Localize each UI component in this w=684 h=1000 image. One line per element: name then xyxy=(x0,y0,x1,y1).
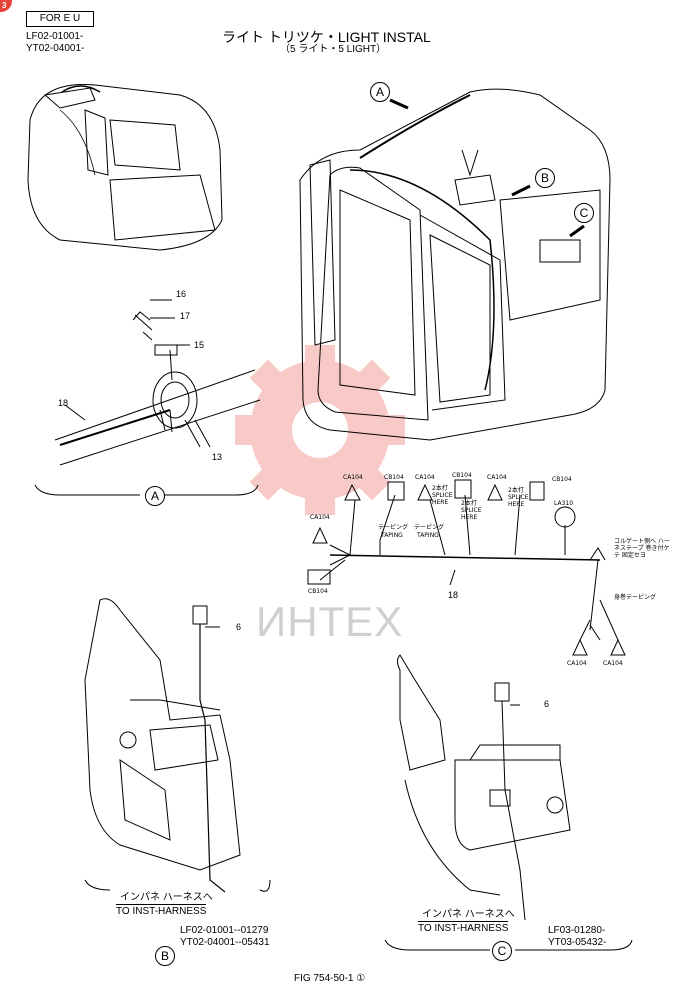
view-a-circle: A xyxy=(370,82,390,102)
tag-taping-1-en: TAPING xyxy=(381,532,403,539)
b-note-jp: インパネ ハーネスへ xyxy=(120,892,213,903)
tag-la310: LA310 xyxy=(554,500,574,507)
b-note-en: TO INST-HARNESS xyxy=(116,904,207,917)
tag-cb104-left: CB104 xyxy=(308,588,328,595)
tag-ca104-r2: CA104 xyxy=(603,660,623,667)
tag-cb104-1: CB104 xyxy=(384,474,404,481)
callout-6-b: 6 xyxy=(236,622,242,632)
tag-ca104-r1: CA104 xyxy=(567,660,587,667)
tag-splice-1: 2本打 SPLICE HERE xyxy=(432,485,453,506)
detail-b-drawing xyxy=(84,598,271,893)
tag-splice-3: 2本打 SPLICE HERE xyxy=(508,487,529,508)
harness-schematic xyxy=(307,479,626,656)
tag-note-right: コルゲート側へ ハーネステープ 巻き付ケテ 固定セヨ xyxy=(614,538,670,559)
tag-taping-right: 身巻テーピング xyxy=(614,594,657,601)
callout-16: 16 xyxy=(176,289,187,299)
callout-13: 13 xyxy=(212,452,223,462)
view-b-label: B xyxy=(155,946,175,966)
figure-number: FIG 754-50-1 ① xyxy=(294,973,366,984)
main-cab-drawing xyxy=(299,88,611,441)
tag-ca104-1: CA104 xyxy=(343,474,363,481)
tag-ca104-4: CA104 xyxy=(310,514,330,521)
watermark-text: ИНТЕХ xyxy=(256,598,404,645)
tag-cb104-2: CB104 xyxy=(452,472,472,479)
view-c-label: C xyxy=(492,941,512,961)
page-subtitle: （5 ライト・5 LIGHT） xyxy=(280,44,387,55)
tag-taping-2-jp: テーピング xyxy=(414,524,445,531)
serial-top-1: LF02-01001- xyxy=(26,31,84,42)
watermark-gear-icon xyxy=(235,345,405,515)
c-serial-1: LF03-01280- xyxy=(548,925,606,936)
view-a-label: A xyxy=(145,486,165,506)
detail-a-drawing xyxy=(34,311,261,496)
callout-15: 15 xyxy=(194,340,205,350)
tag-taping-2-en: TAPING xyxy=(417,532,439,539)
serial-top-2: YT02-04001- xyxy=(26,43,85,54)
b-serial-1: LF02-01001--01279 xyxy=(180,925,269,936)
callout-18: 18 xyxy=(58,398,69,408)
c-note-en: TO INST-HARNESS xyxy=(418,921,509,934)
view-b-circle: B xyxy=(535,168,555,188)
callout-17: 17 xyxy=(180,311,191,321)
tag-ca104-2: CA104 xyxy=(415,474,435,481)
tag-taping-1-jp: テーピング xyxy=(378,524,409,531)
tag-ca104-3: CA104 xyxy=(487,474,507,481)
c-serial-2: YT03-05432- xyxy=(548,937,607,948)
b-serial-2: YT02-04001--05431 xyxy=(180,937,270,948)
cab-overview-drawing xyxy=(27,83,223,251)
region-box: FOR E U xyxy=(26,11,94,27)
detail-c-drawing xyxy=(384,654,633,951)
callout-18-main: 18 xyxy=(448,590,459,600)
page-title: ライト トリツケ・LIGHT INSTAL xyxy=(222,29,431,45)
view-c-circle: C xyxy=(574,203,594,223)
c-note-jp: インパネ ハーネスへ xyxy=(422,909,515,920)
tag-cb104-3: CB104 xyxy=(552,476,572,483)
callout-6-c: 6 xyxy=(544,699,550,709)
tag-splice-2: 2本打 SPLICE HERE xyxy=(461,500,482,521)
